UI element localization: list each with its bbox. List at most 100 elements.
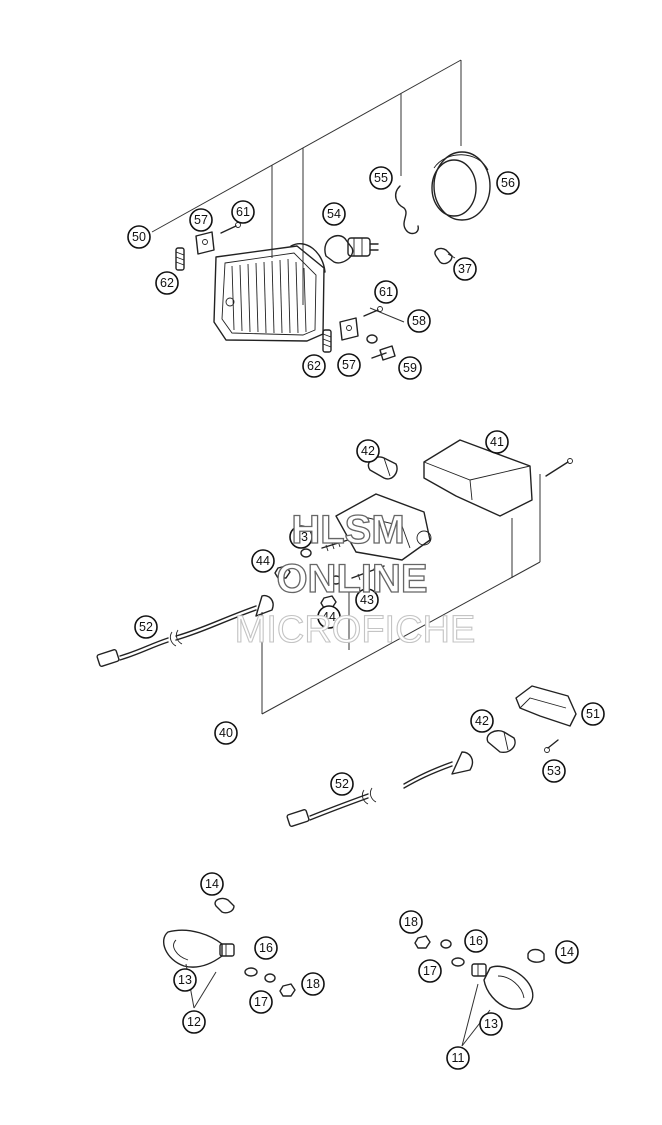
callout-circle [446,1046,470,1070]
bulb-42-lower [486,730,516,753]
callout-circle [470,709,494,733]
bracket-57-lower [339,317,359,341]
callout-number: 51 [586,707,600,721]
callout-37: 37 [453,257,477,281]
callout-number: 18 [404,915,418,929]
callout-circle [407,309,431,333]
retaining-spring-55 [394,185,419,235]
callout-circle [418,959,442,983]
callout-number: 13 [178,973,192,987]
callout-43b: 43 [355,588,379,612]
callout-number: 54 [327,207,341,221]
callout-number: 16 [469,934,483,948]
callout-51: 51 [581,702,605,726]
callout-number: 12 [187,1015,201,1029]
callout-18b: 18 [399,910,423,934]
callout-number: 53 [547,764,561,778]
watermark: HLSM ONLINE MICROFICHE [234,507,476,651]
bolt-43-upper [321,539,349,552]
taillight-lens-41 [423,439,533,517]
callout-53: 53 [542,759,566,783]
callout-41: 41 [485,430,509,454]
callout-circle [134,615,158,639]
callout-13a: 13 [173,968,197,992]
callout-circle [398,356,422,380]
callout-57a: 57 [189,208,213,232]
bolt-59 [371,345,396,361]
leader-lines-headlight [151,59,462,323]
screw-lens [545,458,573,477]
callout-circle [214,721,238,745]
callout-17b: 17 [418,959,442,983]
callout-circle [555,940,579,964]
bolt-43-lower [351,565,385,581]
callout-40: 40 [214,721,238,745]
spring-62-upper [175,247,185,271]
callout-circle [231,200,255,224]
callout-62a: 62 [155,271,179,295]
callout-number: 52 [335,777,349,791]
callout-58: 58 [407,309,431,333]
callout-55: 55 [369,166,393,190]
callout-circle [496,171,520,195]
screw-61-lower [363,306,383,317]
callout-number: 37 [458,262,472,276]
rim-ring-56 [431,151,491,221]
callout-number: 16 [259,941,273,955]
callout-52b: 52 [330,772,354,796]
callout-number: 17 [254,995,268,1009]
washers [300,548,342,585]
callout-circle [369,166,393,190]
callout-number: 43 [294,530,308,544]
callout-16b: 16 [464,929,488,953]
callout-52a: 52 [134,615,158,639]
callout-12: 12 [182,1010,206,1034]
callout-circle [189,208,213,232]
bulb-14-right [527,948,545,963]
callout-circle [254,936,278,960]
callout-circle [374,280,398,304]
callout-59: 59 [398,356,422,380]
callout-number: 62 [160,276,174,290]
cable-52-lower [286,751,474,827]
nut-18-right [414,935,431,949]
callout-circle [127,225,151,249]
turn-signal-right [471,963,534,1010]
callout-17a: 17 [249,990,273,1014]
callout-number: 61 [236,205,250,219]
callout-circle [322,202,346,226]
callout-number: 40 [219,726,233,740]
callout-circle [330,772,354,796]
callout-circle [249,990,273,1014]
nut-17-left [264,973,276,983]
callout-circle [200,872,224,896]
callout-number: 17 [423,964,437,978]
callout-42b: 42 [470,709,494,733]
callout-number: 55 [374,171,388,185]
callout-circle [542,759,566,783]
callout-number: 18 [306,977,320,991]
callout-number: 43 [360,593,374,607]
callout-50: 50 [127,225,151,249]
bulb-14-left [214,897,235,914]
callout-14b: 14 [555,940,579,964]
callout-number: 14 [560,945,574,959]
callout-42a: 42 [356,439,380,463]
spring-62-lower [322,329,332,353]
callout-number: 59 [403,361,417,375]
nut-18-left [279,983,296,997]
callout-circle [399,910,423,934]
washer-58 [366,334,378,344]
callout-circle [182,1010,206,1034]
callout-circle [317,605,341,629]
callout-44a: 44 [251,549,275,573]
callout-61b: 61 [374,280,398,304]
callout-circle [337,353,361,377]
screw-61-upper [220,222,241,234]
screw-53 [544,739,559,753]
watermark-line3: MICROFICHE [235,609,476,651]
callout-number: 42 [475,714,489,728]
callout-number: 52 [139,620,153,634]
